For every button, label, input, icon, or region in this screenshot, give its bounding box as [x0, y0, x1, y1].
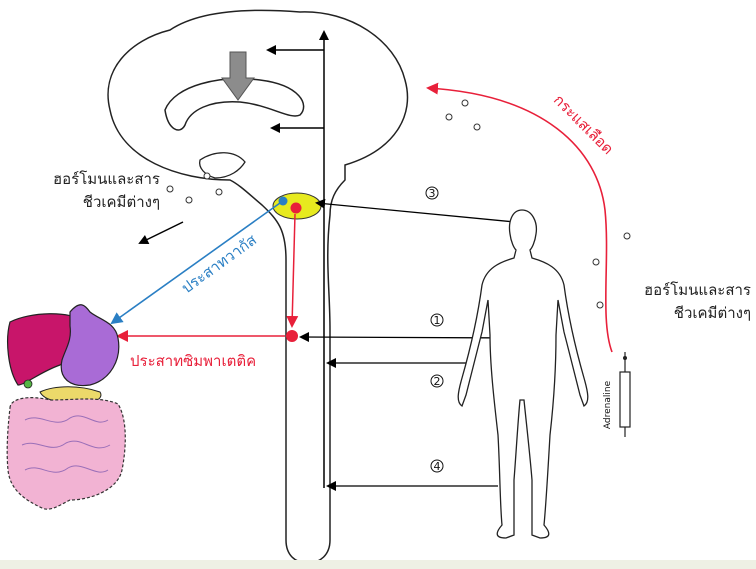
svg-text:4: 4	[434, 460, 441, 473]
marker-1: 1	[430, 313, 444, 327]
red-descending-line	[286, 213, 299, 328]
grey-down-arrow	[221, 51, 255, 101]
vagus-nerve-label: ประสาทวากัส	[178, 231, 260, 297]
vagus-arrow	[110, 202, 281, 325]
marker-3: 3	[425, 186, 439, 200]
human-body-outline	[457, 209, 589, 539]
hormone-left-label-line1: ฮอร์โมนและสาร	[53, 170, 160, 188]
svg-text:1: 1	[434, 314, 441, 327]
liver	[7, 313, 88, 386]
brain-outline	[107, 9, 409, 564]
hormone-left-arrow	[138, 221, 184, 244]
intestines	[6, 397, 126, 510]
brain-lower-lobe	[199, 152, 246, 179]
syringe-label: Adrenaline	[603, 380, 613, 429]
particles-left	[166, 172, 223, 204]
red-dot-lower	[286, 330, 298, 342]
hormone-right-label-line1: ฮอร์โมนและสาร	[644, 281, 751, 299]
particles-right	[445, 99, 631, 309]
gallbladder	[23, 379, 33, 389]
stomach	[60, 304, 120, 387]
bottom-strip	[0, 560, 756, 569]
pathway-3-arrow	[315, 198, 516, 223]
svg-text:2: 2	[434, 375, 441, 388]
blue-dot	[278, 196, 288, 206]
svg-text:3: 3	[429, 187, 436, 200]
sympathetic-nerve-label: ประสาทซิมพาเตติค	[130, 352, 256, 370]
marker-2: 2	[430, 374, 444, 388]
pathway-1-arrow	[299, 332, 524, 343]
red-dot-upper	[290, 202, 302, 214]
syringe-icon	[619, 352, 631, 437]
marker-4: 4	[430, 459, 444, 473]
digestive-organs	[6, 304, 126, 510]
bloodstream-label: กระแสเลือด	[550, 91, 617, 158]
hormone-right-label-line2: ชีวเคมีต่างๆ	[674, 304, 751, 322]
bloodstream-curve	[426, 82, 613, 353]
hormone-left-label-line2: ชีวเคมีต่างๆ	[83, 193, 160, 211]
